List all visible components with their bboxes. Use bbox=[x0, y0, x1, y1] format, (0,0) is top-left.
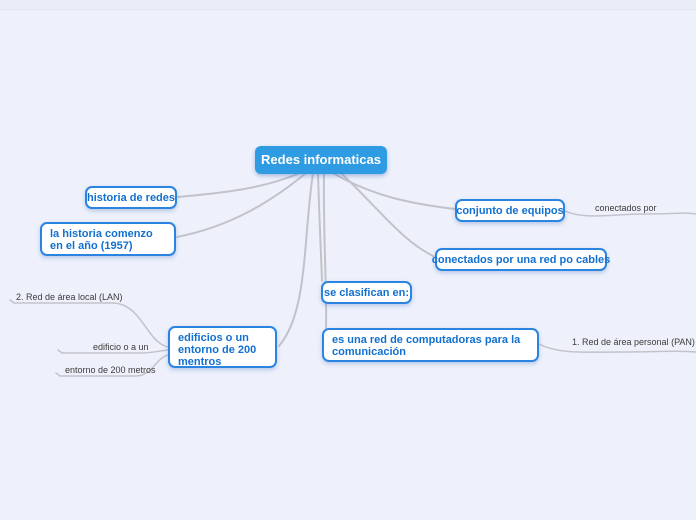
node-label: historia de redes bbox=[86, 191, 176, 204]
node-la-historia-comenzo[interactable]: la historia comenzo en el año (1957) bbox=[40, 222, 176, 256]
node-conectados-por-red-cables[interactable]: conectados por una red po cables bbox=[432, 248, 610, 271]
connector-root-esunared bbox=[322, 172, 328, 329]
connector-root-historia bbox=[177, 172, 301, 198]
node-redes-informaticas[interactable]: Redes informaticas bbox=[255, 146, 387, 174]
branch-label-edificio-o-a-un[interactable]: edificio o a un bbox=[93, 342, 149, 352]
connector-root-comenzo bbox=[176, 172, 307, 238]
node-label: es una red de computadoras para la comun… bbox=[332, 334, 521, 358]
node-label: conectados por una red po cables bbox=[431, 253, 611, 266]
node-label: conjunto de equipos bbox=[456, 204, 564, 217]
node-label: se clasifican en: bbox=[324, 286, 409, 299]
branch-label-red-area-personal-pan[interactable]: 1. Red de área personal (PAN) bbox=[572, 337, 695, 347]
connector-root-cables bbox=[340, 172, 436, 258]
node-label: Redes informaticas bbox=[261, 152, 381, 167]
node-label: la historia comenzo en el año (1957) bbox=[50, 228, 153, 252]
connector-root-clasifican bbox=[317, 172, 323, 282]
top-bar bbox=[0, 0, 696, 10]
branch-label-conectados-por[interactable]: conectados por bbox=[595, 203, 657, 213]
connector-root-edificios bbox=[278, 172, 314, 347]
node-historia-de-redes[interactable]: historia de redes bbox=[85, 186, 177, 209]
node-conjunto-de-equipos[interactable]: conjunto de equipos bbox=[455, 199, 565, 222]
node-se-clasifican-en[interactable]: se clasifican en: bbox=[321, 281, 412, 304]
connector-root-conjunto bbox=[332, 172, 456, 210]
branch-line-entorno bbox=[55, 354, 169, 377]
branch-line-pan bbox=[538, 343, 696, 353]
node-label: edificios o un entorno de 200 mentros bbox=[178, 332, 257, 368]
node-edificios-entorno-200[interactable]: edificios o un entorno de 200 mentros bbox=[168, 326, 277, 368]
branch-line-edificio bbox=[57, 349, 169, 354]
branch-label-entorno-200-metros[interactable]: entorno de 200 metros bbox=[65, 365, 156, 375]
branch-line-lan bbox=[9, 299, 169, 348]
node-es-una-red-de-computadoras[interactable]: es una red de computadoras para la comun… bbox=[322, 328, 539, 362]
branch-label-red-area-local-lan[interactable]: 2. Red de área local (LAN) bbox=[16, 292, 123, 302]
branch-line-conectados bbox=[564, 210, 696, 217]
